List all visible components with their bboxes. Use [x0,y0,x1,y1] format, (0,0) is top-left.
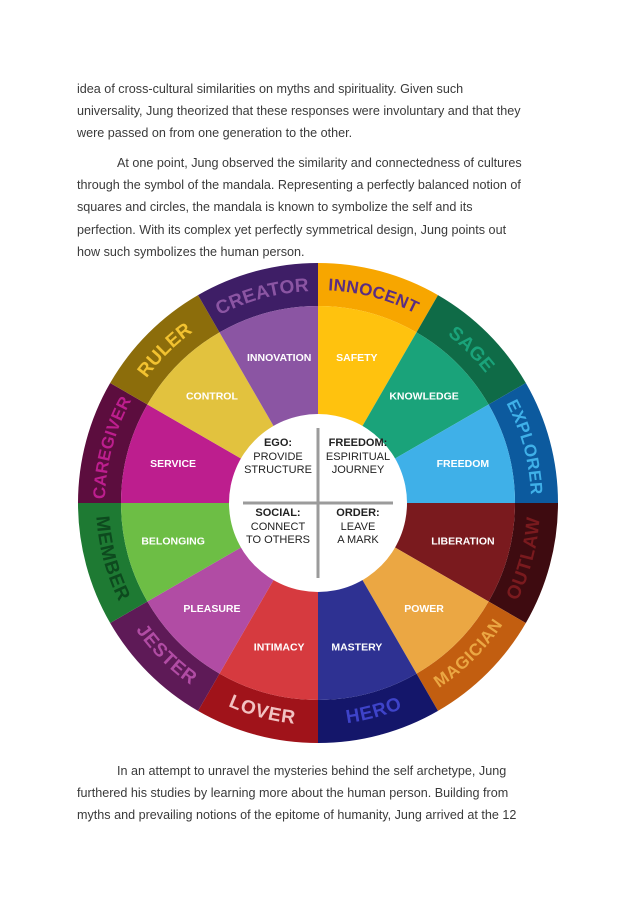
archetype-band-caregiver [78,383,148,503]
archetype-band-hero [318,673,438,743]
quadrant-text-social: TO OTHERS [246,534,310,546]
paragraph-2-line: squares and circles, the mandala is know… [77,200,473,215]
archetype-band-magician [416,601,526,711]
trait-label-freedom: FREEDOM [437,458,490,470]
paragraph-1-line: were passed on from one generation to th… [77,126,353,141]
quadrant-text-ego: STRUCTURE [244,464,312,476]
trait-wedge-ruler [147,332,275,460]
quadrant-text-social: CONNECT [251,521,306,533]
trait-wedge-hero [318,578,417,700]
trait-wedge-outlaw [393,503,515,602]
trait-label-knowledge: KNOWLEDGE [389,391,458,403]
paragraph-3-line: myths and prevailing notions of the epit… [77,808,517,823]
paragraph-2-line: perfection. With its complex yet perfect… [77,222,507,237]
quadrant-title-social: SOCIAL: [255,507,300,519]
paragraph-3-line: In an attempt to unravel the mysteries b… [77,760,567,782]
trait-label-control: CONTROL [186,391,238,403]
quadrant-text-order: LEAVE [341,521,376,533]
archetype-band-innocent [318,263,438,333]
quadrant-text-order: A MARK [337,534,379,546]
paragraph-1-line: universality, Jung theorized that these … [77,104,521,119]
paragraph-2-line: through the symbol of the mandala. Repre… [77,178,521,193]
trait-label-innovation: INNOVATION [247,352,311,364]
archetype-band-explorer [488,383,558,503]
trait-wedge-member [121,503,243,602]
trait-wedge-jester [147,546,275,674]
paragraph-2-line: how such symbolizes the human person. [77,244,305,259]
trait-wedge-sage [361,332,489,460]
paragraph-3-first-line-text: In an attempt to unravel the mysteries b… [117,764,507,778]
quadrant-title-order: ORDER: [336,507,379,519]
archetype-band-jester [110,601,220,711]
archetype-band-ruler [110,295,220,405]
paragraph-3: In an attempt to unravel the mysteries b… [77,760,567,827]
trait-label-belonging: BELONGING [141,536,205,548]
trait-label-safety: SAFETY [336,352,377,364]
quadrant-title-freedom: FREEDOM: [329,437,388,449]
quadrant-text-freedom: ESPIRITUAL [326,451,390,463]
quadrant-text-ego: PROVIDE [253,451,303,463]
trait-wedge-magician [361,546,489,674]
paragraph-1-line: idea of cross-cultural similarities on m… [77,82,464,96]
trait-wedge-explorer [393,404,515,503]
trait-wedge-innocent [318,306,417,428]
trait-label-pleasure: PLEASURE [183,603,240,615]
quadrant-title-ego: EGO: [264,437,292,449]
trait-wedge-lover [219,578,318,700]
paragraph-2: At one point, Jung observed the similari… [77,152,567,263]
archetype-band-creator [198,263,318,333]
archetype-band-member [78,503,148,623]
trait-label-service: SERVICE [150,458,196,470]
paragraph-1: idea of cross-cultural similarities on m… [77,78,567,145]
archetype-band-sage [416,295,526,405]
paragraph-2-line: At one point, Jung observed the similari… [77,152,567,174]
trait-label-liberation: LIBERATION [431,536,494,548]
trait-wedge-caregiver [121,404,243,503]
quadrant-text-freedom: JOURNEY [332,464,385,476]
archetype-band-outlaw [488,503,558,623]
archetype-wheel-diagram: INNOCENTSAFETYSAGEKNOWLEDGEEXPLORERFREED… [78,263,558,743]
paragraph-2-first-line-text: At one point, Jung observed the similari… [117,156,522,170]
trait-label-mastery: MASTERY [331,642,382,654]
archetype-band-lover [198,673,318,743]
paragraph-3-line: furthered his studies by learning more a… [77,786,509,801]
trait-label-intimacy: INTIMACY [254,642,305,654]
trait-label-power: POWER [404,603,444,615]
trait-wedge-creator [219,306,318,428]
